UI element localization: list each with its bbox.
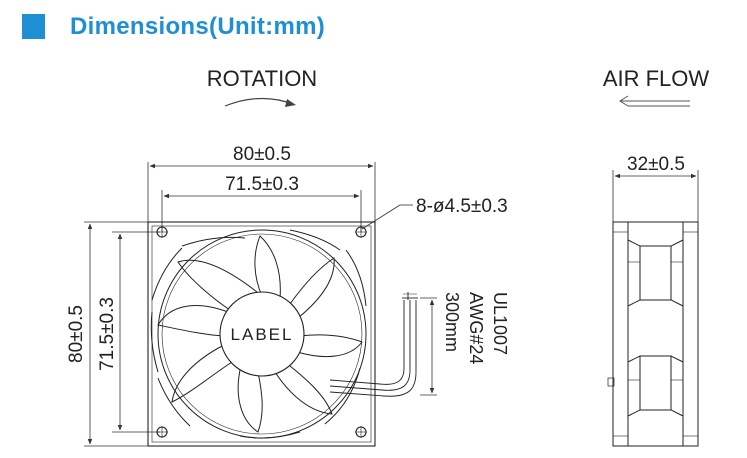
hole-spacing-width-dimension — [161, 190, 362, 232]
depth-dimension — [612, 170, 699, 222]
page-title: Dimensions(Unit:mm) — [70, 13, 326, 40]
depth-label: 32±0.5 — [627, 154, 685, 175]
mounting-holes-leader — [361, 204, 413, 230]
hole-spacing-height-label: 71.5±0.3 — [97, 297, 118, 371]
rotation-arrow-icon — [224, 97, 296, 107]
overall-width-dimension — [147, 162, 376, 222]
airflow-arrow-icon — [619, 95, 690, 107]
lead-wires — [329, 292, 418, 397]
fan-blades — [150, 229, 367, 439]
airflow-label: AIR FLOW — [603, 66, 710, 91]
hole-spacing-height-dimension — [112, 231, 160, 433]
wire-dimension — [420, 297, 437, 396]
hub-circle — [219, 291, 305, 377]
wire-standard-label: UL1007 — [490, 292, 510, 355]
overall-width-label: 80±0.5 — [233, 144, 291, 165]
hole-spacing-width-label: 71.5±0.3 — [225, 174, 299, 195]
overall-height-label: 80±0.5 — [66, 305, 87, 363]
fan-side-profile — [607, 221, 699, 447]
header-square-icon — [22, 14, 45, 39]
rotation-label: ROTATION — [207, 66, 317, 91]
wire-gauge-label: AWG#24 — [466, 292, 486, 364]
overall-height-dimension — [84, 221, 148, 447]
wire-length-label: 300mm — [442, 292, 462, 352]
hub-label: LABEL — [231, 325, 294, 344]
mounting-holes-label: 8-ø4.5±0.3 — [416, 196, 508, 217]
